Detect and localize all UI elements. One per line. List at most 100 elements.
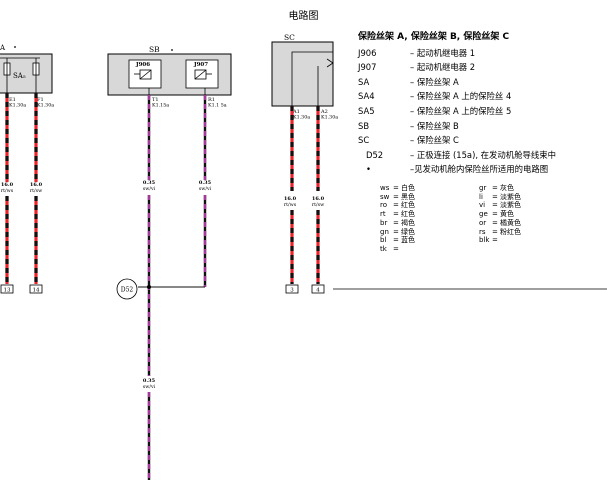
terminal-number: 13 bbox=[4, 287, 11, 293]
terminal-number: 4 bbox=[316, 287, 320, 293]
color-name: 灰色 bbox=[500, 184, 514, 192]
pin-sub-label: K1.30a bbox=[9, 103, 26, 109]
color-code-entry: sw=黑色 bbox=[380, 193, 415, 202]
wire-size: 16.0 bbox=[30, 182, 43, 188]
color-name: 白色 bbox=[401, 184, 415, 192]
color-name: 粉红色 bbox=[500, 227, 521, 236]
color-code-entry: gr =灰色 bbox=[479, 184, 514, 193]
fuse-holder-sa[interactable]: A SA₅ bbox=[0, 44, 53, 94]
legend-code: SA bbox=[358, 76, 370, 87]
legend-description: –见发动机舱内保险丝所适用的电路图 bbox=[410, 164, 549, 175]
color-code: rs bbox=[479, 227, 486, 236]
page-title: 电路图 bbox=[288, 11, 319, 22]
pin-number: R1 bbox=[208, 97, 215, 103]
relay-j907[interactable]: J907 bbox=[185, 59, 219, 89]
pin-sub-label: K1.30a bbox=[37, 103, 54, 109]
legend-code: J906 bbox=[358, 47, 377, 58]
relay-j906[interactable]: J906 bbox=[128, 59, 162, 89]
color-name: 红色 bbox=[401, 201, 415, 210]
equals-sign: = bbox=[393, 184, 399, 192]
color-name: 褐色 bbox=[401, 218, 415, 227]
equals-sign: = bbox=[393, 236, 399, 245]
color-code: bl bbox=[380, 236, 387, 245]
color-code: br bbox=[380, 218, 388, 227]
pin-number: A1 bbox=[292, 109, 300, 115]
color-code-entry: rs=粉红色 bbox=[479, 228, 521, 237]
legend-item: SB– 保险丝架 B bbox=[358, 119, 607, 134]
color-code-entry: ge=黄色 bbox=[479, 210, 514, 219]
legend-description: – 保险丝架 A 上的保险丝 4 bbox=[410, 91, 512, 102]
color-code: sw bbox=[380, 192, 390, 201]
terminal-3[interactable]: 3 bbox=[285, 284, 299, 294]
fuse-holder-sb[interactable]: SB J906 J907 bbox=[107, 45, 232, 96]
color-code-entry: or=橘黄色 bbox=[479, 219, 521, 228]
color-name: 红色 bbox=[401, 210, 415, 219]
color-code-entry: tk= bbox=[380, 245, 401, 254]
color-code-entry: ro =红色 bbox=[380, 201, 415, 210]
terminal-4[interactable]: 4 bbox=[311, 284, 325, 294]
color-code: tk bbox=[380, 244, 387, 253]
legend-item: SC – 保险丝架 C bbox=[358, 133, 607, 148]
d52-label: D52 bbox=[121, 287, 134, 294]
splice-d52[interactable]: D52 bbox=[116, 278, 138, 300]
equals-sign: = bbox=[492, 192, 498, 201]
equals-sign: = bbox=[492, 201, 498, 210]
legend-description: – 起动机继电器 2 bbox=[410, 62, 476, 73]
wire-color: rt/sw bbox=[30, 188, 43, 194]
sc-arrow-icon bbox=[326, 58, 334, 68]
relay-j906-label: J906 bbox=[135, 62, 150, 68]
wire-label-w2: 16.0rt/sw bbox=[30, 182, 43, 194]
legend-item: • –见发动机舱内保险丝所适用的电路图 bbox=[358, 162, 607, 177]
color-name: 绿色 bbox=[401, 227, 415, 236]
equals-sign: = bbox=[492, 184, 498, 192]
legend-description: – 保险丝架 A 上的保险丝 5 bbox=[410, 105, 512, 116]
wire-size: 16.0 bbox=[284, 196, 297, 202]
pin-sub-label: K1.15a bbox=[152, 103, 169, 109]
terminal-13[interactable]: 13 bbox=[0, 284, 14, 294]
color-name: 蓝色 bbox=[401, 236, 415, 245]
sa-label: A bbox=[0, 44, 6, 52]
color-code: vi bbox=[479, 201, 486, 210]
equals-sign: = bbox=[393, 192, 399, 201]
sc-bus bbox=[291, 51, 333, 106]
color-name: 黑色 bbox=[401, 192, 415, 201]
equals-sign: = bbox=[393, 218, 399, 227]
color-name: 淡紫色 bbox=[500, 192, 521, 201]
pin-sub-label: K1.30a bbox=[321, 115, 338, 121]
color-code-entry: li =淡紫色 bbox=[479, 193, 521, 202]
legend-code: SA5 bbox=[358, 105, 375, 116]
equals-sign: = bbox=[393, 210, 399, 219]
legend-description: – 起动机继电器 1 bbox=[410, 47, 476, 58]
legend-item: SA5 – 保险丝架 A 上的保险丝 5 bbox=[358, 104, 607, 119]
terminal-number: 3 bbox=[290, 287, 294, 293]
wire-color: rt/ws bbox=[1, 188, 14, 194]
equals-sign: = bbox=[393, 201, 399, 210]
wire-label-w5: 16.0rt/ws bbox=[284, 196, 297, 208]
color-code: or bbox=[479, 218, 487, 227]
legend-item: SA4– 保险丝架 A 上的保险丝 4 bbox=[358, 89, 607, 104]
relay-j907-label: J907 bbox=[193, 62, 208, 68]
equals-sign: = bbox=[492, 218, 498, 227]
legend-code: SC bbox=[358, 135, 370, 146]
sb-dot bbox=[171, 49, 173, 51]
color-code-entry: gn=绿色 bbox=[380, 228, 415, 237]
fuse-holder-sc[interactable]: SC bbox=[271, 33, 334, 107]
color-code: gr bbox=[479, 184, 487, 192]
legend-item: D52– 正极连接 (15a), 在发动机舱导线束中 bbox=[358, 148, 607, 163]
legend-code: • bbox=[366, 164, 371, 175]
terminal-14[interactable]: 14 bbox=[29, 284, 43, 294]
color-code: li bbox=[479, 192, 483, 201]
color-code: ro bbox=[380, 201, 388, 210]
legend-description: – 保险丝架 B bbox=[410, 120, 459, 131]
wire-color: sw/vi bbox=[143, 384, 156, 390]
color-name: 淡紫色 bbox=[500, 201, 521, 210]
legend-description: – 保险丝架 C bbox=[410, 135, 459, 146]
pin-number: E1 bbox=[9, 97, 16, 103]
